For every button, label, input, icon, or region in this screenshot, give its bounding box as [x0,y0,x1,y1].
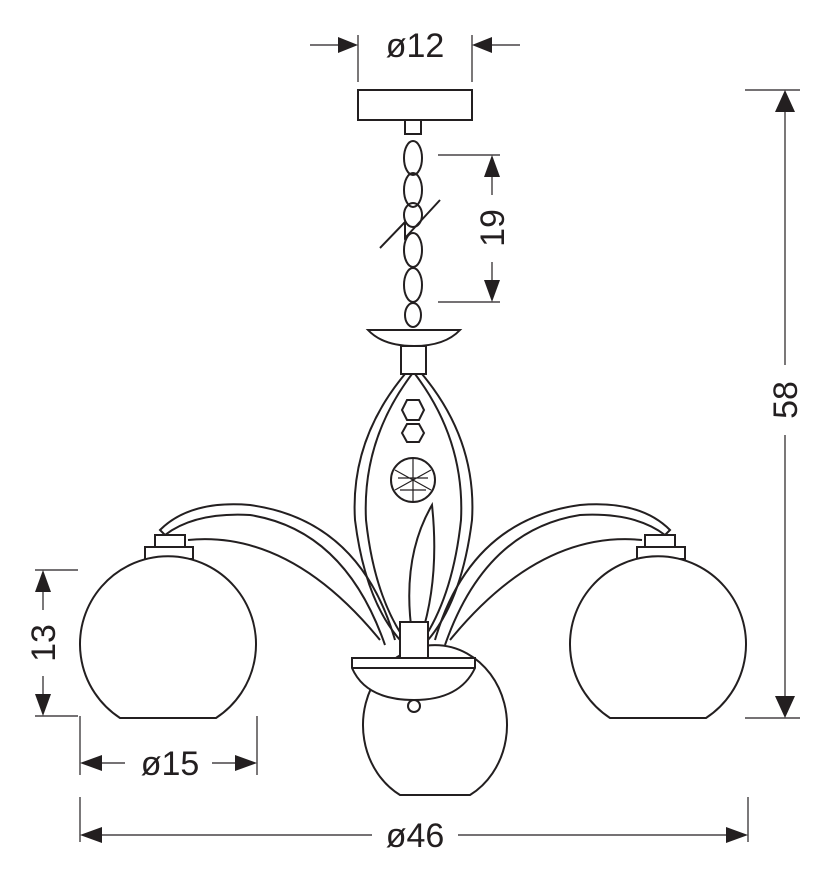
dimension-chain-length: 19 [438,154,512,303]
shade-diameter-label: ø15 [141,745,200,783]
shade-height-label: 13 [25,624,63,662]
total-height-label: 58 [767,381,805,419]
dimension-shade-diameter: ø15 [79,716,258,783]
dimension-shade-height: 13 [25,569,78,717]
chain [379,119,441,328]
canopy-diameter-label: ø12 [386,27,445,65]
dimension-total-height: 58 [745,89,805,719]
chain-length-label: 19 [474,209,512,247]
dimension-canopy-diameter: ø12 [310,27,520,82]
total-diameter-label: ø46 [386,817,445,855]
dimension-total-diameter: ø46 [79,797,749,855]
chandelier-body [79,329,747,796]
canopy [357,89,473,121]
